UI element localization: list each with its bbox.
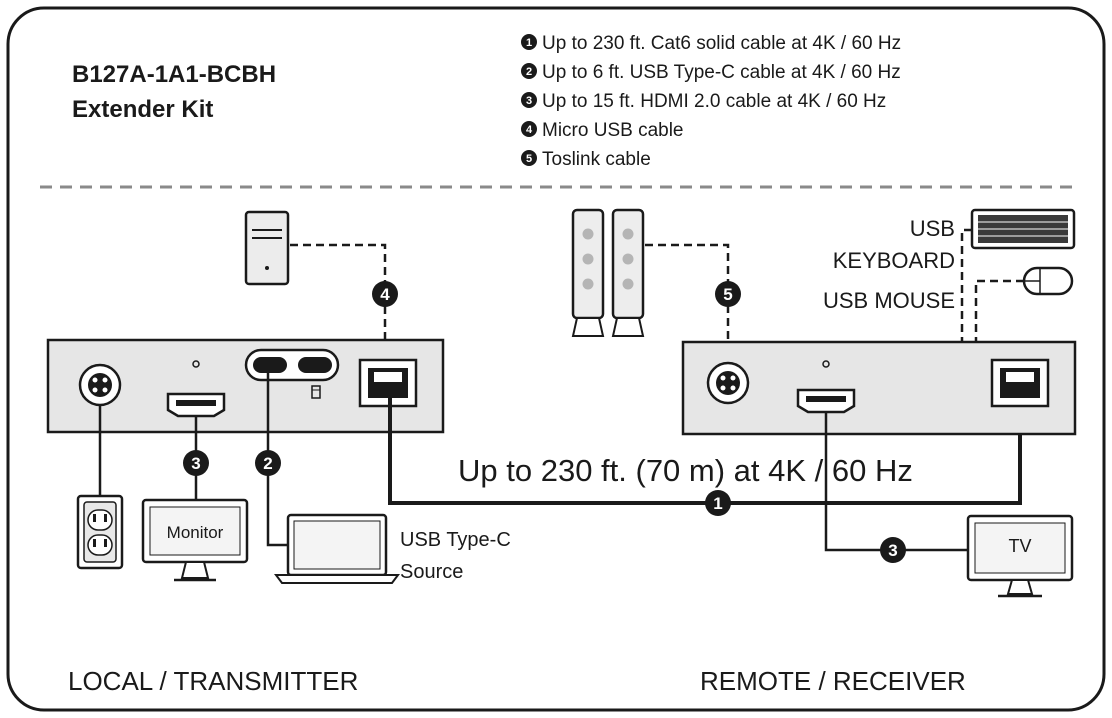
monitor-icon bbox=[141, 498, 249, 582]
micro-usb-badge: 4 bbox=[372, 281, 398, 307]
speakers-icon bbox=[571, 208, 645, 337]
legend-number: 4 bbox=[526, 124, 533, 136]
mouse-icon bbox=[1022, 266, 1074, 296]
legend-number: 1 bbox=[526, 37, 532, 49]
usb-c-badge: 2 bbox=[255, 450, 281, 476]
transmitter-unit bbox=[46, 338, 445, 434]
legend-text: Micro USB cable bbox=[542, 120, 684, 141]
keyboard-icon bbox=[970, 208, 1076, 250]
remote-receiver-label: REMOTE / RECEIVER bbox=[700, 666, 966, 696]
svg-text:3: 3 bbox=[888, 541, 897, 560]
mouse-cable bbox=[974, 279, 1024, 342]
usb-mouse-label: USB MOUSE bbox=[823, 288, 955, 313]
legend-item: 5 Toslink cable bbox=[521, 149, 651, 170]
toslink-badge: 5 bbox=[715, 281, 741, 307]
power-port-icon bbox=[78, 363, 122, 407]
usb-c-cable bbox=[266, 373, 288, 547]
toslink-cable bbox=[645, 243, 730, 362]
outer-frame bbox=[6, 6, 1106, 712]
source-label-line2: Source bbox=[400, 561, 463, 583]
hdmi-remote-badge: 3 bbox=[880, 537, 906, 563]
svg-text:1: 1 bbox=[713, 494, 722, 513]
cable-legend: 1 Up to 230 ft. Cat6 solid cable at 4K /… bbox=[521, 33, 901, 170]
distance-label: Up to 230 ft. (70 m) at 4K / 60 Hz bbox=[458, 453, 913, 488]
kit-subtitle: Extender Kit bbox=[72, 96, 213, 123]
legend-badge bbox=[521, 150, 537, 166]
legend-text: Toslink cable bbox=[542, 149, 651, 170]
source-label-line1: USB Type-C bbox=[400, 529, 511, 551]
monitor-label: Monitor bbox=[167, 523, 224, 542]
legend-item: 3 Up to 15 ft. HDMI 2.0 cable at 4K / 60… bbox=[521, 91, 886, 112]
keyboard-label: KEYBOARD bbox=[833, 248, 955, 273]
legend-item: 2 Up to 6 ft. USB Type-C cable at 4K / 6… bbox=[521, 62, 901, 83]
legend-text: Up to 230 ft. Cat6 solid cable at 4K / 6… bbox=[542, 33, 901, 54]
legend-badge bbox=[521, 34, 537, 50]
cat6-badge: 1 bbox=[705, 490, 731, 516]
receiver-unit bbox=[681, 340, 1077, 436]
local-transmitter-label: LOCAL / TRANSMITTER bbox=[68, 666, 358, 696]
hdmi-port-icon bbox=[166, 360, 226, 418]
usb-c-ports-icon bbox=[244, 348, 340, 399]
power-port-icon bbox=[706, 361, 750, 405]
laptop-icon bbox=[274, 513, 400, 584]
tv-label: TV bbox=[1008, 536, 1031, 556]
hdmi-port-icon bbox=[796, 360, 856, 414]
keyboard-cable bbox=[960, 228, 972, 342]
usb-label: USB bbox=[910, 216, 955, 241]
legend-item: 1 Up to 230 ft. Cat6 solid cable at 4K /… bbox=[521, 33, 901, 54]
legend-number: 3 bbox=[526, 95, 532, 107]
hdmi-tv-cable bbox=[824, 412, 968, 552]
svg-text:3: 3 bbox=[191, 454, 200, 473]
legend-badge bbox=[521, 63, 537, 79]
power-outlet-icon bbox=[76, 494, 124, 570]
ethernet-port-icon bbox=[358, 358, 418, 408]
legend-badge bbox=[521, 121, 537, 137]
micro-usb-cable bbox=[290, 243, 387, 340]
legend-badge bbox=[521, 92, 537, 108]
legend-text: Up to 15 ft. HDMI 2.0 cable at 4K / 60 H… bbox=[542, 91, 886, 112]
legend-text: Up to 6 ft. USB Type-C cable at 4K / 60 … bbox=[542, 62, 901, 83]
legend-item: 4 Micro USB cable bbox=[521, 120, 684, 141]
tv-icon bbox=[966, 514, 1074, 598]
svg-text:5: 5 bbox=[723, 285, 732, 304]
svg-text:4: 4 bbox=[380, 285, 390, 304]
legend-number: 5 bbox=[526, 153, 532, 165]
ethernet-port-icon bbox=[990, 358, 1050, 408]
legend-number: 2 bbox=[526, 66, 532, 78]
model-title: B127A-1A1-BCBH bbox=[72, 61, 276, 88]
hdmi-local-badge: 3 bbox=[183, 450, 209, 476]
pc-tower-icon bbox=[244, 210, 290, 286]
svg-text:2: 2 bbox=[263, 454, 272, 473]
